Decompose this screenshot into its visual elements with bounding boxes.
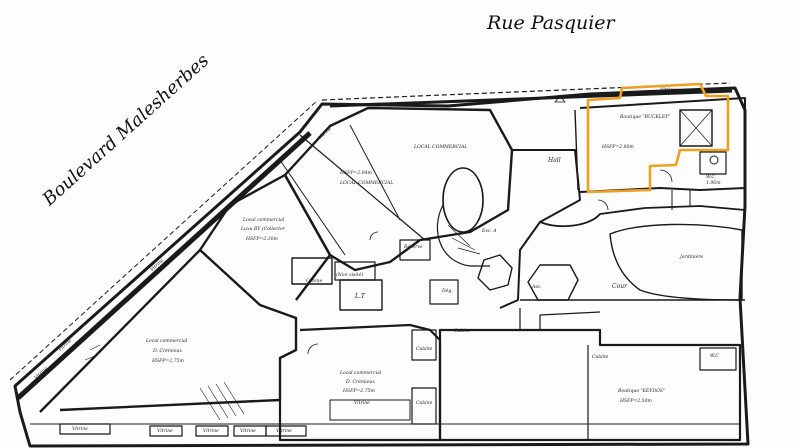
jardiniere-curve: [609, 223, 743, 301]
label-jardiniere: Jardinière: [680, 255, 704, 260]
facade-malesherbes: [16, 131, 312, 400]
label-local-commercial-bay-sub: Luxu BY (Collector: [241, 227, 285, 232]
wall-local-cremieux-mid: [278, 323, 442, 442]
label-cabine: Cabine: [306, 279, 323, 284]
label-degagement: Dég.: [442, 289, 453, 294]
label-cabine: Cabine: [592, 355, 609, 360]
label-local-cremieux-mid: Local commercial: [340, 371, 382, 376]
label-vitrine: Vitrine: [203, 429, 219, 434]
label-non-visite: (Non visité): [336, 273, 364, 278]
label-boutique-keydos: Boutique "KEYDOS": [618, 389, 666, 394]
label-hsfp: HSFP=2.75m: [343, 389, 375, 394]
label-vitrine: Vitrine: [240, 429, 256, 434]
label-wc: W.C: [710, 354, 719, 359]
wall-diagonal-1: [299, 134, 426, 241]
facade-pasquier: [329, 89, 733, 108]
stairwell: [442, 167, 484, 233]
label-hsfp: HSFP=2.75m: [152, 359, 184, 364]
street-name-north: Rue Pasquier: [487, 12, 615, 34]
label-vitrine: Vitrine: [72, 427, 88, 432]
wall-diagonal-2: [349, 124, 401, 221]
label-escalier: Esc. A: [482, 229, 497, 234]
buckley-highlight: [586, 82, 730, 194]
label-cabine: Cabine: [416, 401, 433, 406]
label-lt: L.T: [355, 293, 365, 300]
label-hsfp: HSFP=2.80m: [602, 145, 634, 150]
label-cour: Cour: [612, 283, 627, 290]
courtyard-wall: [539, 205, 746, 228]
label-reserve: Réserve: [404, 245, 423, 250]
label-local-commercial-top: LOCAL COMMERCIAL: [414, 145, 468, 150]
wall-local-cremieux-big: [39, 248, 298, 413]
label-wc-height: 1.96m: [706, 181, 721, 186]
label-vitrine-small: Vitrine: [354, 401, 370, 406]
label-cabine: Cabine: [416, 347, 433, 352]
label-vitrine: Vitrine: [157, 429, 173, 434]
label-local-cremieux-big-name: D. Crémieux: [153, 349, 182, 354]
label-hsfp: HSFP=2.50m: [620, 399, 652, 404]
label-local-cremieux-mid-name: D. Crémieux: [346, 380, 375, 385]
label-local-commercial-mid: LOCAL COMMERCIAL: [340, 181, 394, 186]
label-hsfp: HSFP=2.04m: [340, 171, 372, 176]
label-vitrine: Vitrine: [276, 429, 292, 434]
street-edge-malesherbes: [9, 99, 319, 381]
building-outline: [13, 86, 750, 448]
label-local-commercial-bay: Local commercial: [243, 218, 285, 223]
label-local-cremieux-big: Local commercial: [146, 339, 188, 344]
label-vitrines: Vitrines: [660, 88, 679, 93]
label-cabine: Cabine: [454, 329, 471, 334]
label-hall: Hall: [548, 157, 561, 164]
label-hsfp: HSFP=2.30m: [246, 237, 278, 242]
label-boutique-buckley: Boutique "BUCKLEY": [620, 115, 671, 120]
label-wc: W.C: [706, 175, 715, 180]
wall-local-commercial-top: [283, 106, 514, 272]
wall-boutique-buckley: [579, 97, 746, 193]
label-ascenseur: Asc.: [532, 285, 542, 290]
